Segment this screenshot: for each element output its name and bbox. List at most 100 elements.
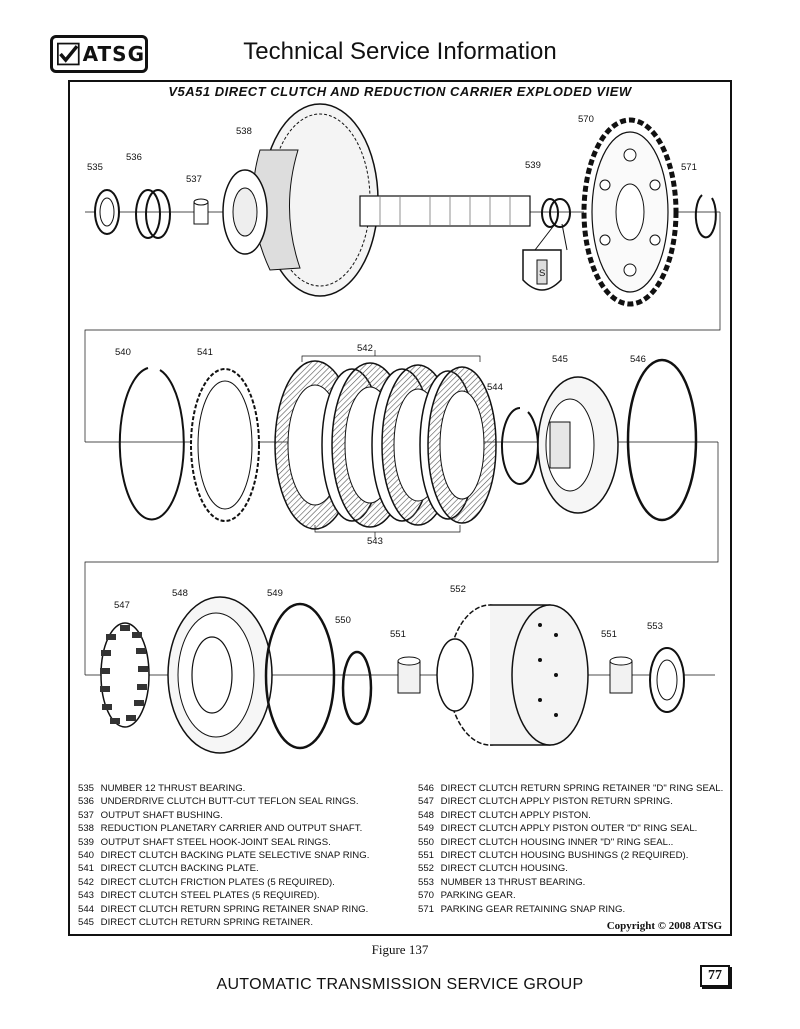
row-2-assembly	[85, 350, 718, 538]
legend-left: 535 NUMBER 12 THRUST BEARING.536 UNDERDR…	[78, 782, 408, 929]
legend-item: 571 PARKING GEAR RETAINING SNAP RING.	[418, 903, 728, 916]
legend-item-number: 538	[78, 823, 95, 835]
legend-item-number: 551	[418, 850, 435, 862]
legend-item: 545 DIRECT CLUTCH RETURN SPRING RETAINER…	[78, 916, 408, 929]
legend-item: 535 NUMBER 12 THRUST BEARING.	[78, 782, 408, 795]
part-552-clutch-housing	[436, 604, 589, 746]
legend-item-text: OUTPUT SHAFT STEEL HOOK-JOINT SEAL RINGS…	[100, 836, 331, 848]
part-570-parking-gear	[581, 117, 679, 307]
part-540-selective-snap-ring	[118, 367, 185, 521]
part-539-steel-seal-rings: S	[522, 198, 571, 291]
atsg-logo: ATSG	[50, 35, 148, 73]
legend-item: 549 DIRECT CLUTCH APPLY PISTON OUTER "D"…	[418, 822, 728, 835]
part-537-bushing	[193, 198, 209, 225]
legend-item-number: 547	[418, 796, 435, 808]
callout-544: 544	[487, 382, 503, 393]
part-538-carrier-output-shaft	[222, 103, 531, 297]
row-3-assembly	[85, 596, 715, 754]
legend-item-text: PARKING GEAR.	[440, 890, 516, 902]
legend-item: 553 NUMBER 13 THRUST BEARING.	[418, 876, 728, 889]
legend-item-text: DIRECT CLUTCH APPLY PISTON OUTER "D" RIN…	[440, 823, 698, 835]
callout-553: 553	[647, 621, 663, 632]
part-536-seal-rings	[135, 189, 171, 239]
legend-item-text: DIRECT CLUTCH FRICTION PLATES (5 REQUIRE…	[100, 876, 335, 888]
callout-547: 547	[114, 600, 130, 611]
callout-545: 545	[552, 354, 568, 365]
legend-item: 538 REDUCTION PLANETARY CARRIER AND OUTP…	[78, 822, 408, 835]
callout-549: 549	[267, 588, 283, 599]
legend-item-number: 539	[78, 836, 95, 848]
legend-item-text: DIRECT CLUTCH HOUSING INNER "D" RING SEA…	[440, 836, 674, 848]
exploded-view-diagram: S	[84, 103, 721, 754]
callout-540: 540	[115, 347, 131, 358]
legend-item-text: DIRECT CLUTCH RETURN SPRING RETAINER.	[100, 917, 313, 929]
logo-text: ATSG	[82, 42, 145, 66]
part-546-d-ring-seal	[626, 358, 698, 522]
part-545-spring-retainer	[537, 376, 619, 514]
legend-item-number: 541	[78, 863, 95, 875]
diagram-title: V5A51 DIRECT CLUTCH AND REDUCTION CARRIE…	[168, 84, 632, 99]
legend-item: 570 PARKING GEAR.	[418, 889, 728, 902]
legend-item-number: 553	[418, 876, 435, 888]
callout-571: 571	[681, 162, 697, 173]
legend-item: 541 DIRECT CLUTCH BACKING PLATE.	[78, 862, 408, 875]
legend-item: 543 DIRECT CLUTCH STEEL PLATES (5 REQUIR…	[78, 889, 408, 902]
callout-539: 539	[525, 160, 541, 171]
legend-item-text: DIRECT CLUTCH STEEL PLATES (5 REQUIRED).	[100, 890, 320, 902]
legend-item-number: 543	[78, 890, 95, 902]
callout-570: 570	[578, 114, 594, 125]
callout-550: 550	[335, 615, 351, 626]
callout-552: 552	[450, 584, 466, 595]
callout-541: 541	[197, 347, 213, 358]
callout-labels: 535 536 537 538 539 570 571 540 541 542 …	[87, 114, 697, 640]
legend-item-text: DIRECT CLUTCH HOUSING.	[440, 863, 568, 875]
callout-536: 536	[126, 152, 142, 163]
callout-546: 546	[630, 354, 646, 365]
legend-item: 548 DIRECT CLUTCH APPLY PISTON.	[418, 809, 728, 822]
legend-item: 547 DIRECT CLUTCH APPLY PISTON RETURN SP…	[418, 795, 728, 808]
legend-item-text: NUMBER 12 THRUST BEARING.	[100, 783, 246, 794]
legend-right: 546 DIRECT CLUTCH RETURN SPRING RETAINER…	[418, 782, 728, 916]
page-title: Technical Service Information	[243, 38, 557, 65]
legend-item: 551 DIRECT CLUTCH HOUSING BUSHINGS (2 RE…	[418, 849, 728, 862]
legend-item-text: DIRECT CLUTCH BACKING PLATE SELECTIVE SN…	[100, 850, 370, 862]
legend-item-text: DIRECT CLUTCH RETURN SPRING RETAINER "D"…	[440, 783, 724, 794]
part-547-return-spring	[100, 622, 150, 728]
legend-item-number: 537	[78, 809, 95, 821]
part-548-apply-piston	[167, 596, 273, 754]
legend-item-text: NUMBER 13 THRUST BEARING.	[440, 876, 586, 888]
callout-538: 538	[236, 126, 252, 137]
callout-548: 548	[172, 588, 188, 599]
legend-item: 542 DIRECT CLUTCH FRICTION PLATES (5 REQ…	[78, 876, 408, 889]
legend-item: 537 OUTPUT SHAFT BUSHING.	[78, 809, 408, 822]
legend-item-text: DIRECT CLUTCH APPLY PISTON.	[440, 809, 591, 821]
legend-item-number: 535	[78, 783, 95, 794]
copyright: Copyright © 2008 ATSG	[606, 920, 722, 932]
legend-item-number: 570	[418, 890, 435, 902]
legend-item-text: OUTPUT SHAFT BUSHING.	[100, 809, 223, 821]
legend-item-number: 548	[418, 809, 435, 821]
part-553-thrust-bearing	[649, 647, 685, 713]
legend-item-text: PARKING GEAR RETAINING SNAP RING.	[440, 903, 626, 915]
part-542-543-clutch-pack	[274, 350, 497, 538]
part-535-thrust-bearing	[94, 189, 120, 235]
legend-item-number: 536	[78, 796, 95, 808]
legend-item-number: 546	[418, 783, 435, 794]
callout-542: 542	[357, 343, 373, 354]
legend-item-text: DIRECT CLUTCH RETURN SPRING RETAINER SNA…	[100, 903, 369, 915]
callout-537: 537	[186, 174, 202, 185]
checkmark-icon	[57, 42, 80, 66]
row-1-assembly: S	[85, 103, 720, 307]
legend-item-text: DIRECT CLUTCH BACKING PLATE.	[100, 863, 259, 875]
legend-item: 536 UNDERDRIVE CLUTCH BUTT-CUT TEFLON SE…	[78, 795, 408, 808]
legend-item-number: 545	[78, 917, 95, 929]
page-number: 77	[700, 965, 730, 987]
legend-item: 546 DIRECT CLUTCH RETURN SPRING RETAINER…	[418, 782, 728, 795]
legend-item: 539 OUTPUT SHAFT STEEL HOOK-JOINT SEAL R…	[78, 836, 408, 849]
callout-551-right: 551	[601, 629, 617, 640]
part-571-snap-ring	[694, 194, 717, 239]
part-541-backing-plate	[190, 368, 260, 522]
legend-item-text: DIRECT CLUTCH HOUSING BUSHINGS (2 REQUIR…	[440, 850, 689, 862]
legend-item-number: 544	[78, 903, 95, 915]
legend-item: 544 DIRECT CLUTCH RETURN SPRING RETAINER…	[78, 903, 408, 916]
